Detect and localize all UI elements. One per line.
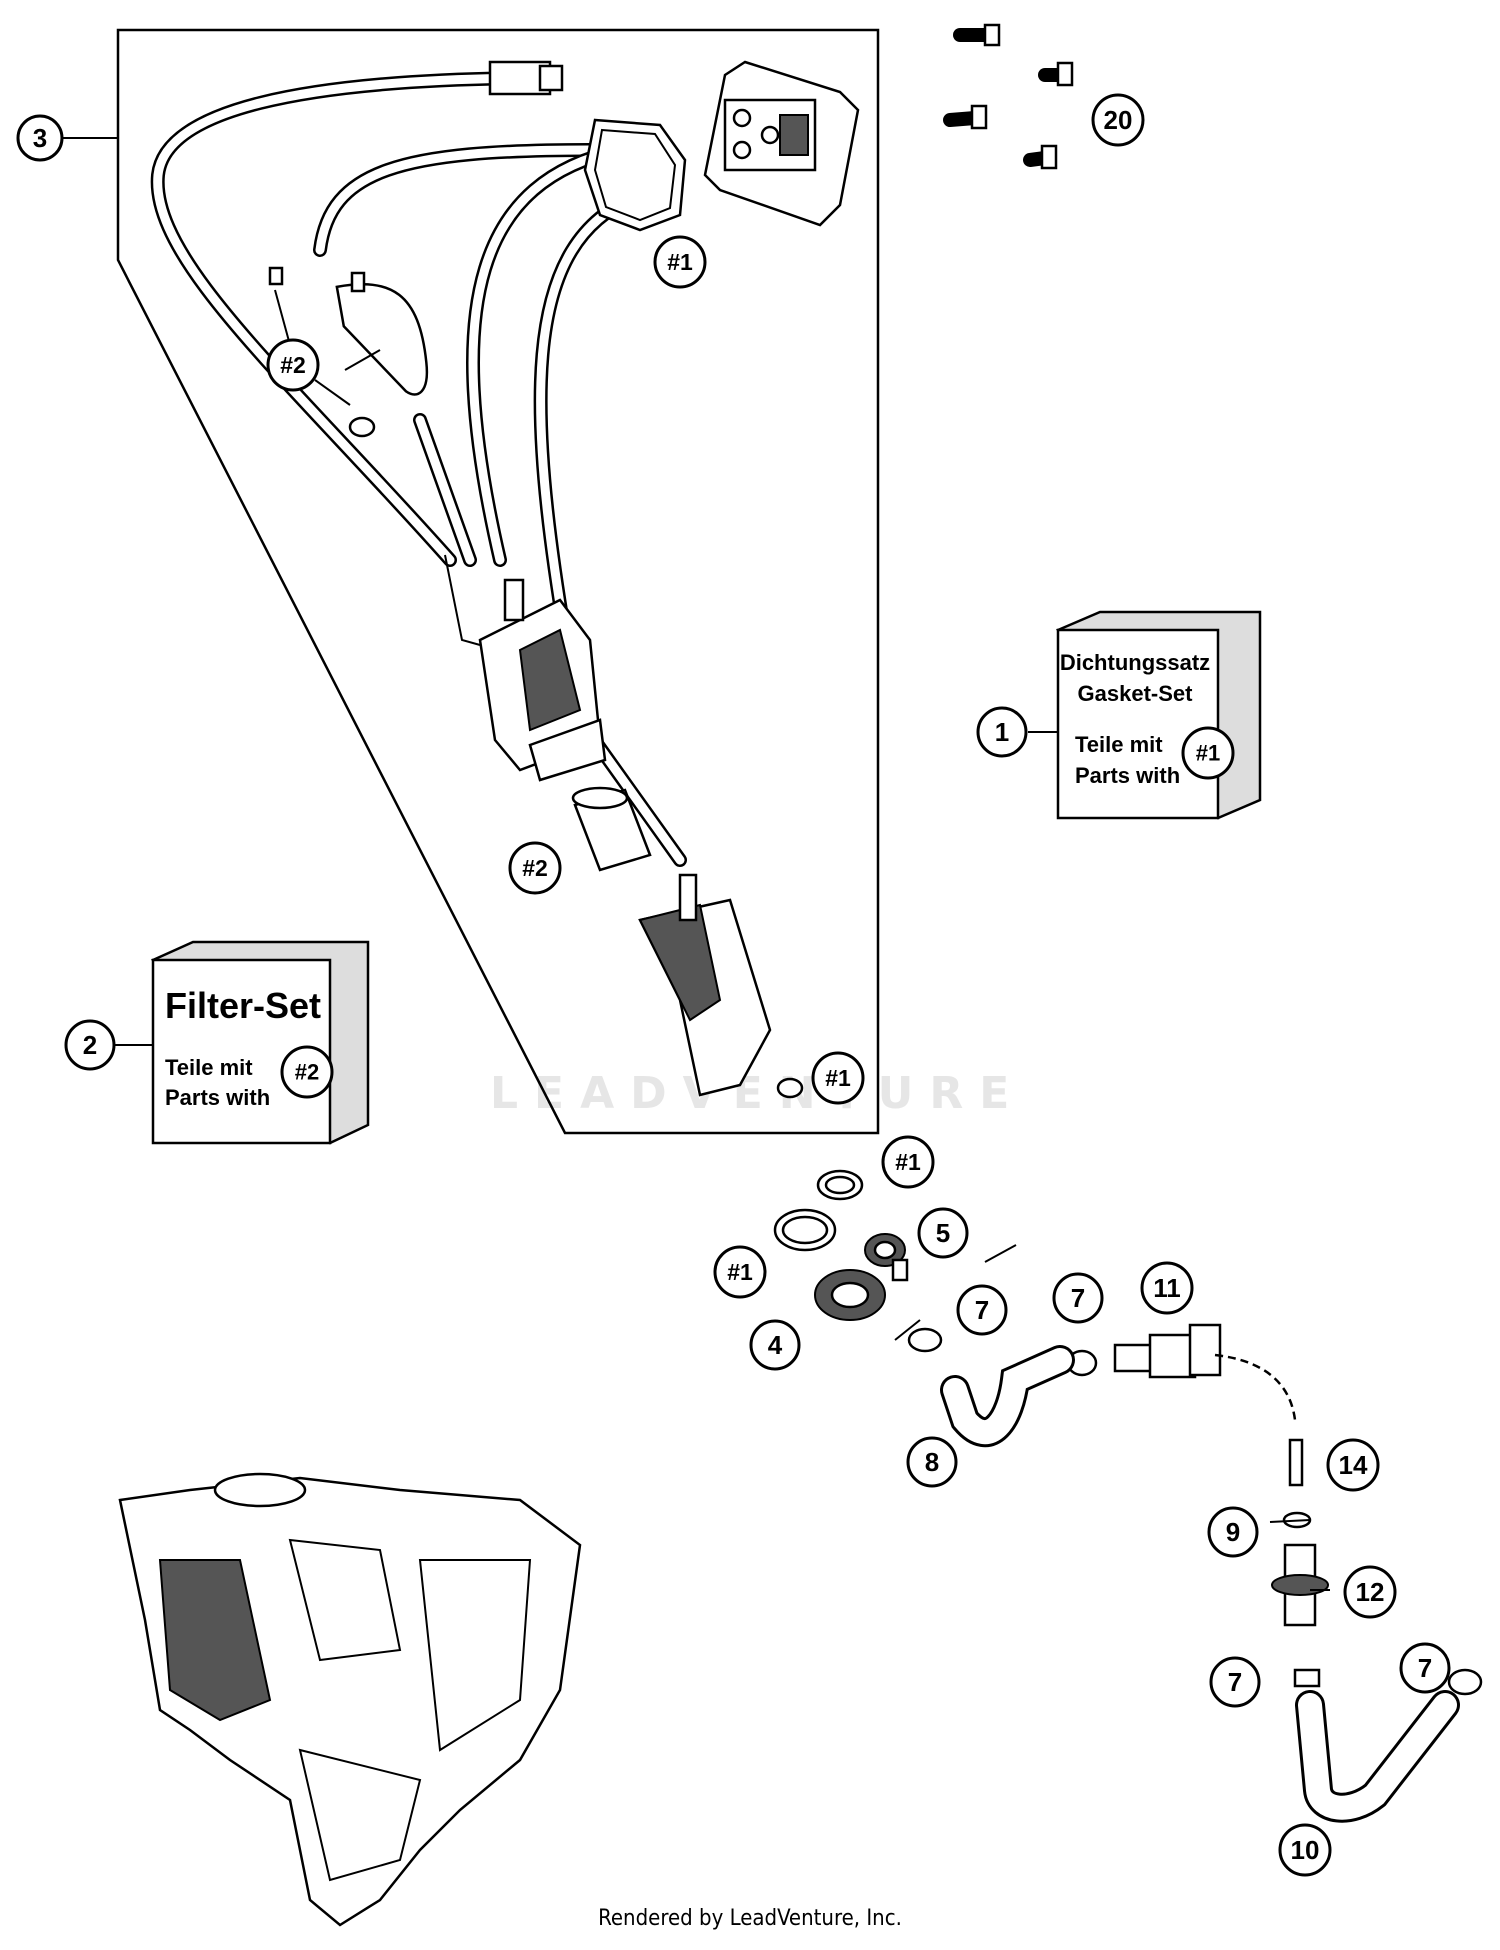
svg-text:7: 7 [1418, 1653, 1432, 1683]
svg-text:#1: #1 [727, 1259, 753, 1285]
svg-text:#1: #1 [825, 1065, 851, 1091]
callout-8: 8 [906, 1436, 958, 1488]
o-rings [773, 1169, 864, 1252]
pump-flange [703, 60, 860, 227]
assembly-outline [116, 28, 880, 1135]
callout-hash1-oring-left: #1 [713, 1245, 767, 1299]
callout-4: 4 [749, 1319, 801, 1371]
check-valve-parts [1271, 1438, 1329, 1627]
hose-clamps [907, 1327, 1483, 1696]
svg-text:7: 7 [1228, 1667, 1242, 1697]
filter-set-parts-de: Teile mit [165, 1055, 253, 1080]
filter-sleeve [571, 786, 652, 872]
callout-12: 12 [1343, 1565, 1397, 1619]
watermark: LEADVENTURE [490, 1068, 1025, 1119]
callout-7-d: 7 [1399, 1642, 1451, 1694]
gasket-set-box: Dichtungssatz Gasket-Set Teile mit Parts… [1055, 610, 1262, 820]
svg-text:2: 2 [83, 1030, 97, 1060]
gasket-set-ref: #1 [1196, 741, 1220, 766]
svg-text:7: 7 [975, 1295, 989, 1325]
gasket-set-en: Gasket-Set [1078, 681, 1194, 706]
callout-hash1-canister: #1 [811, 1051, 865, 1105]
svg-text:#2: #2 [280, 352, 306, 378]
callout-5: 5 [917, 1207, 969, 1259]
filter-set-box: Filter-Set Teile mit Parts with #2 [150, 940, 370, 1145]
quick-coupling [1113, 1323, 1297, 1421]
svg-text:9: 9 [1226, 1517, 1240, 1547]
callout-hash1-flange: #1 [653, 235, 707, 289]
svg-text:8: 8 [925, 1447, 939, 1477]
svg-text:14: 14 [1339, 1450, 1368, 1480]
leader-lines [894, 1244, 1330, 1591]
fuel-filter [268, 266, 429, 438]
callout-10: 10 [1278, 1823, 1332, 1877]
callout-1: 1 [976, 706, 1028, 758]
fuel-tank [118, 1472, 582, 1927]
gasket-set-parts-en: Parts with [1075, 763, 1180, 788]
fuel-hoses [313, 143, 687, 867]
filter-set-title: Filter-Set [165, 985, 321, 1026]
svg-text:#1: #1 [895, 1149, 921, 1175]
svg-text:4: 4 [768, 1330, 783, 1360]
svg-text:11: 11 [1153, 1273, 1181, 1303]
filter-set-ref: #2 [295, 1060, 319, 1085]
callout-9: 9 [1207, 1506, 1259, 1558]
callout-7-a: 7 [956, 1284, 1008, 1336]
filter-set-parts-en: Parts with [165, 1085, 270, 1110]
svg-text:3: 3 [33, 123, 47, 153]
screws [943, 23, 1074, 170]
hose-8 [940, 1345, 1075, 1448]
callout-11: 11 [1140, 1261, 1194, 1315]
svg-text:10: 10 [1291, 1835, 1320, 1865]
callout-2: 2 [64, 1019, 116, 1071]
fuel-pump-body [478, 578, 607, 782]
wiring-harness [150, 60, 564, 646]
svg-text:20: 20 [1104, 105, 1133, 135]
callout-14: 14 [1326, 1438, 1380, 1492]
svg-text:7: 7 [1071, 1283, 1085, 1313]
gasket-set-parts-de: Teile mit [1075, 732, 1163, 757]
tank-flange-parts [814, 1233, 909, 1321]
callout-hash2-sleeve: #2 [508, 841, 562, 895]
callout-hash1-oring-top: #1 [881, 1135, 935, 1189]
svg-text:#2: #2 [522, 855, 548, 881]
svg-text:1: 1 [995, 717, 1009, 747]
pump-flange-gasket [583, 118, 687, 232]
callout-20: 20 [1091, 93, 1145, 147]
fuel-pump-canister [638, 873, 804, 1099]
gasket-set-de: Dichtungssatz [1060, 650, 1210, 675]
svg-text:5: 5 [936, 1218, 950, 1248]
footer-credit: Rendered by LeadVenture, Inc. [598, 1906, 902, 1931]
callout-3: 3 [16, 114, 64, 162]
svg-text:12: 12 [1356, 1577, 1385, 1607]
hose-10 [1295, 1690, 1460, 1823]
callout-7-c: 7 [1209, 1656, 1261, 1708]
callout-hash2-filter: #2 [266, 338, 320, 392]
callout-7-b: 7 [1052, 1272, 1104, 1324]
svg-text:#1: #1 [667, 249, 693, 275]
